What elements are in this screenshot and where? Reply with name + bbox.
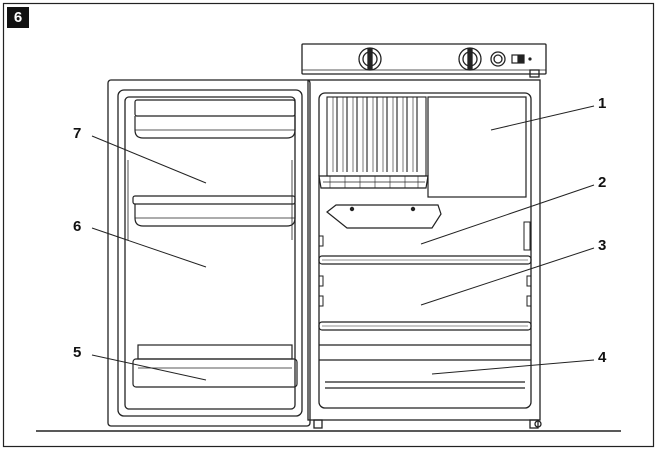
leader-lines (91, 105, 595, 381)
shelf-lower (318, 321, 532, 331)
callout-5: 5 (73, 344, 81, 361)
callout-2: 2 (598, 174, 606, 191)
crisper-drawer (319, 344, 531, 389)
freezer-compartment (427, 96, 527, 198)
fridge-body (301, 43, 547, 429)
callout-7: 7 (73, 125, 81, 142)
callout-3: 3 (598, 237, 606, 254)
shelf-rails (318, 221, 532, 307)
gas-knob-icon (458, 47, 482, 71)
freezer-rack (318, 175, 429, 189)
door-bin-upper (134, 99, 296, 139)
callout-6: 6 (73, 218, 81, 235)
door (107, 79, 311, 427)
thermostat-knob-icon (358, 47, 382, 71)
igniter-button-icon (490, 51, 506, 67)
rocker-switch-icon (511, 54, 532, 64)
callout-1: 1 (598, 95, 606, 112)
callout-4: 4 (598, 349, 607, 366)
figure-number-badge: 6 (7, 7, 29, 28)
freezer-evaporator-fins (326, 96, 427, 177)
drip-tray (326, 204, 442, 229)
door-bin-bottom (132, 344, 298, 388)
door-bin-middle (132, 195, 296, 227)
shelf-upper (318, 255, 532, 265)
figure-border (2, 2, 655, 448)
